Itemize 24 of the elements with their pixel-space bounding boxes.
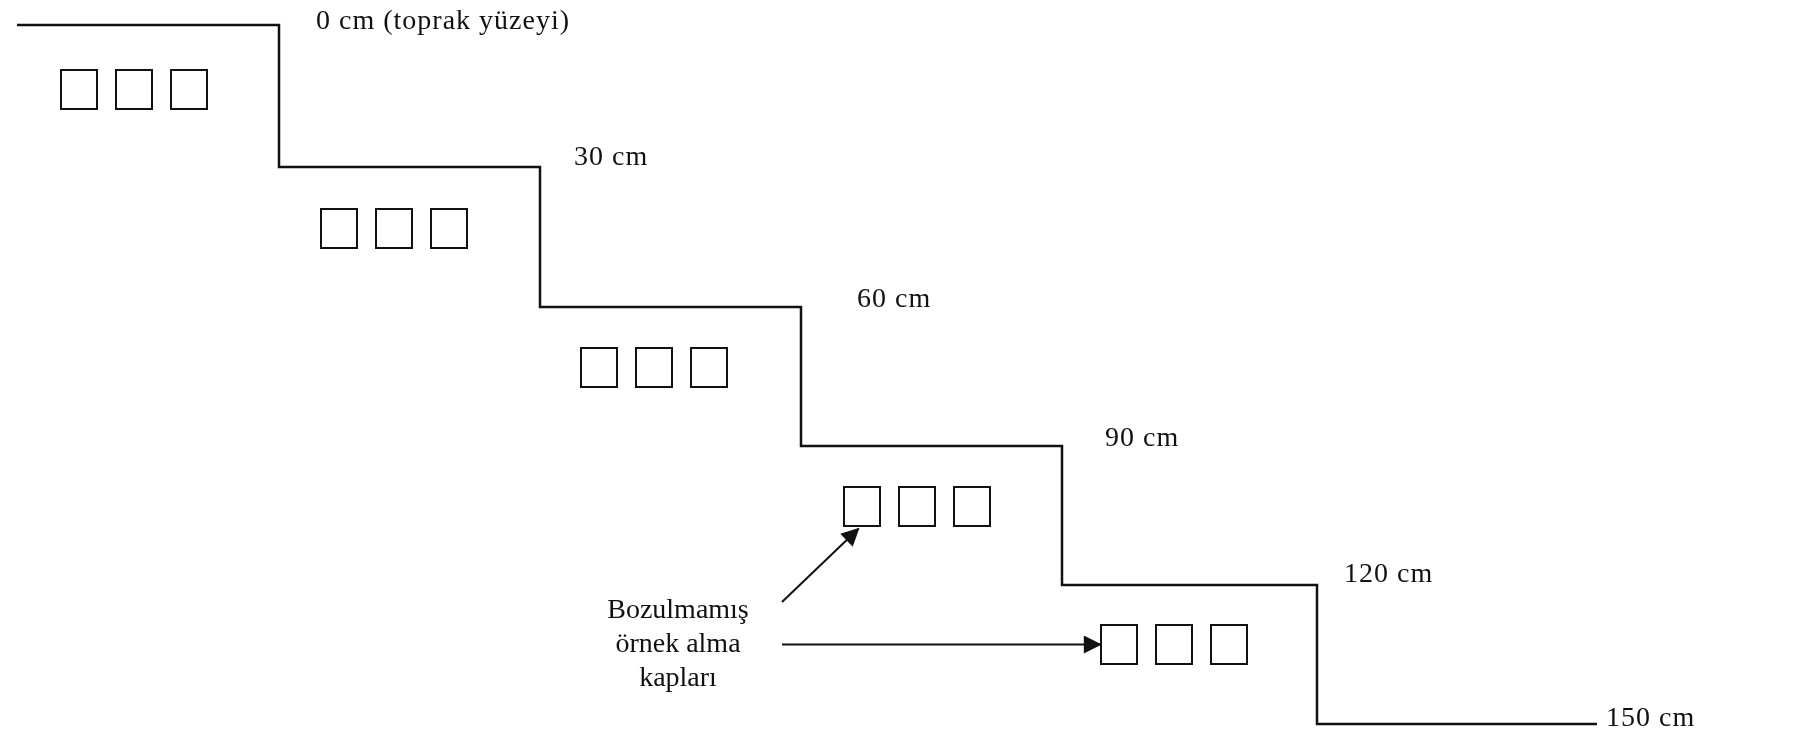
sample-container — [1155, 624, 1193, 665]
sample-container — [375, 208, 413, 249]
depth-label: 30 cm — [574, 140, 649, 172]
depth-label: 0 cm (toprak yüzeyi) — [316, 4, 571, 36]
sample-container — [635, 347, 673, 388]
sample-container — [953, 486, 991, 527]
depth-label: 120 cm — [1344, 557, 1434, 589]
sample-container — [320, 208, 358, 249]
sample-container — [115, 69, 153, 110]
sample-container — [580, 347, 618, 388]
sample-container — [170, 69, 208, 110]
depth-label: 90 cm — [1105, 421, 1180, 453]
arrow — [781, 527, 860, 603]
depth-label: 60 cm — [857, 282, 932, 314]
arrow — [781, 635, 1102, 654]
callout-text: Bozulmamış örnek alma kapları — [578, 592, 778, 697]
sample-container — [843, 486, 881, 527]
sample-container — [898, 486, 936, 527]
sample-container — [430, 208, 468, 249]
sample-container — [1100, 624, 1138, 665]
sample-container — [690, 347, 728, 388]
sample-container — [1210, 624, 1248, 665]
depth-label: 150 cm — [1606, 701, 1696, 733]
sample-container — [60, 69, 98, 110]
